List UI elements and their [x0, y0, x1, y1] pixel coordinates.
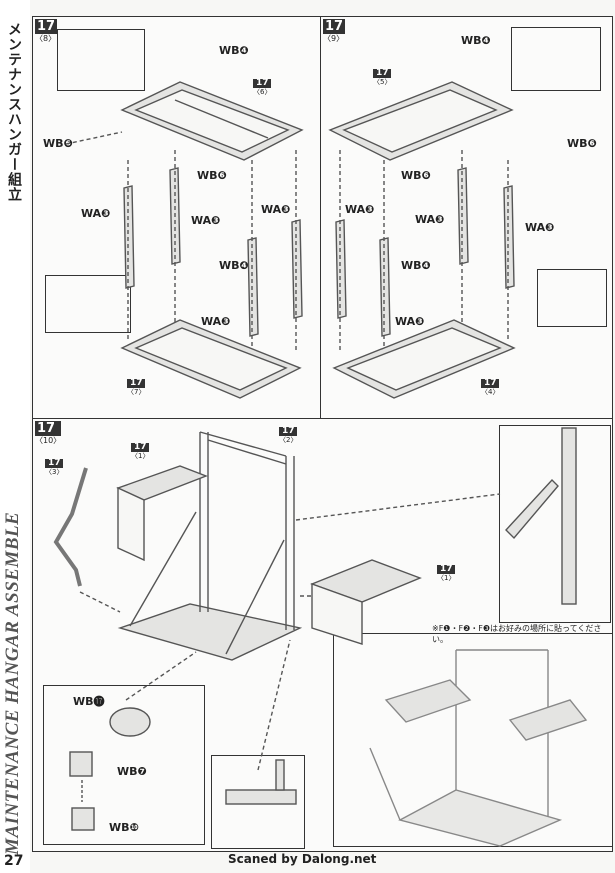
part-tag: 17〈1〉 [131, 442, 150, 460]
part-label-wa3: WA❸ [201, 315, 231, 328]
completed-hangar [369, 649, 588, 847]
part-label-wb4: WB❹ [219, 44, 249, 57]
part-tag: 17〈3〉 [45, 458, 64, 476]
detail-inset [57, 29, 145, 91]
step-number: 17 [35, 421, 62, 436]
joint-detail [225, 759, 297, 805]
part-label-wa3: WA❸ [395, 315, 425, 328]
part-label-wa3: WA❸ [81, 207, 111, 220]
section-title: メンテナンスハンガー組立 [6, 22, 22, 202]
guide-arrows-10 [79, 493, 501, 771]
post-detail [505, 427, 577, 605]
part-label-wb4: WB❹ [219, 259, 249, 272]
wb-parts [69, 707, 151, 831]
column-parts-8 [123, 167, 303, 337]
part-label-wa3: WA❸ [415, 213, 445, 226]
detail-inset [537, 269, 607, 327]
hangar-frame-10 [117, 431, 303, 661]
guide-arrows-8 [65, 131, 297, 370]
page-number: 27 [4, 853, 24, 869]
frame-bottom-9 [332, 319, 516, 399]
part-label-wa3: WA❸ [525, 221, 555, 234]
part-label-wb4: WB❹ [461, 34, 491, 47]
column-parts-9 [335, 167, 515, 337]
panel-step-10: 17 〈10〉 WB⓱ WB❼ WB❿ 17〈3〉 17〈1〉 17〈2〉 17… [32, 418, 613, 852]
sticker-note: ※F❶・F❷・F❸はお好みの場所に貼ってください。 [432, 624, 602, 644]
step-badge: 17 〈9〉 [323, 19, 346, 44]
part-label-wb10: WB❿ [109, 821, 139, 834]
step-badge: 17 〈10〉 [35, 421, 62, 446]
step-badge: 17 〈8〉 [35, 19, 58, 44]
part-label-wb7: WB❼ [117, 765, 147, 778]
part-label-wb6: WB❻ [197, 169, 227, 182]
step-sub: 〈10〉 [35, 436, 62, 445]
part-tag: 17〈2〉 [279, 426, 298, 444]
part-label-wb17: WB⓱ [73, 695, 105, 708]
side-rack-left [116, 465, 208, 562]
step-number: 17 [35, 19, 58, 34]
step-sub: 〈9〉 [323, 34, 345, 43]
frame-top-9 [328, 81, 514, 161]
frame-top-8 [120, 81, 304, 161]
part-label-wa3: WA❸ [261, 203, 291, 216]
part-label-wb6: WB❻ [567, 137, 597, 150]
part-label-wb4: WB❹ [401, 259, 431, 272]
step-number: 17 [323, 19, 346, 34]
part-tag: 17〈5〉 [373, 68, 392, 86]
guide-arrows-9 [339, 150, 509, 370]
detail-inset [511, 27, 601, 91]
part-label-wa3: WA❸ [345, 203, 375, 216]
step-sub: 〈8〉 [35, 34, 57, 43]
part-label-wa3: WA❸ [191, 214, 221, 227]
part-tag: 17〈4〉 [481, 378, 500, 396]
part-tag: 17〈1〉 [437, 564, 456, 582]
part-label-wb6: WB❻ [43, 137, 73, 150]
part-label-wb6: WB❻ [401, 169, 431, 182]
sidebar: メンテナンスハンガー組立 MAINTENANCE HANGAR ASSEMBLE… [0, 0, 30, 873]
side-rack-right [310, 559, 422, 645]
detail-inset [45, 275, 131, 333]
frame-bottom-8 [120, 319, 302, 399]
arm-part [53, 467, 88, 587]
part-tag: 17〈7〉 [127, 378, 146, 396]
part-tag: 17〈6〉 [253, 78, 272, 96]
footer-credit: Scaned by Dalong.net [228, 852, 377, 866]
